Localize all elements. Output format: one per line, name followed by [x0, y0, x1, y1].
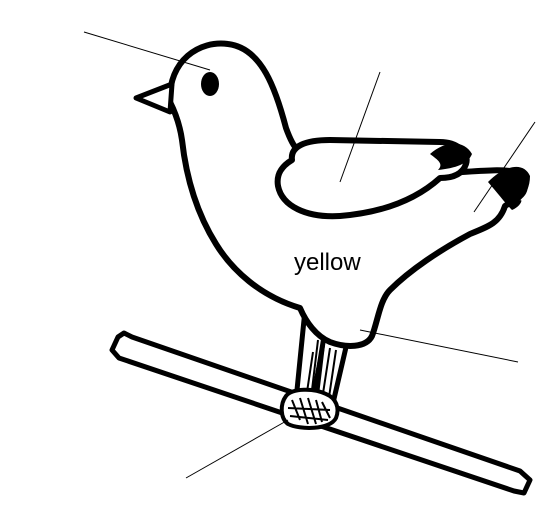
eye [201, 72, 219, 96]
body-color-label: yellow [294, 249, 361, 276]
beak-shape [136, 84, 172, 112]
leader-line-feet [186, 420, 288, 478]
beak [136, 84, 172, 112]
feet [282, 390, 338, 428]
leader-line-legs [360, 330, 518, 362]
